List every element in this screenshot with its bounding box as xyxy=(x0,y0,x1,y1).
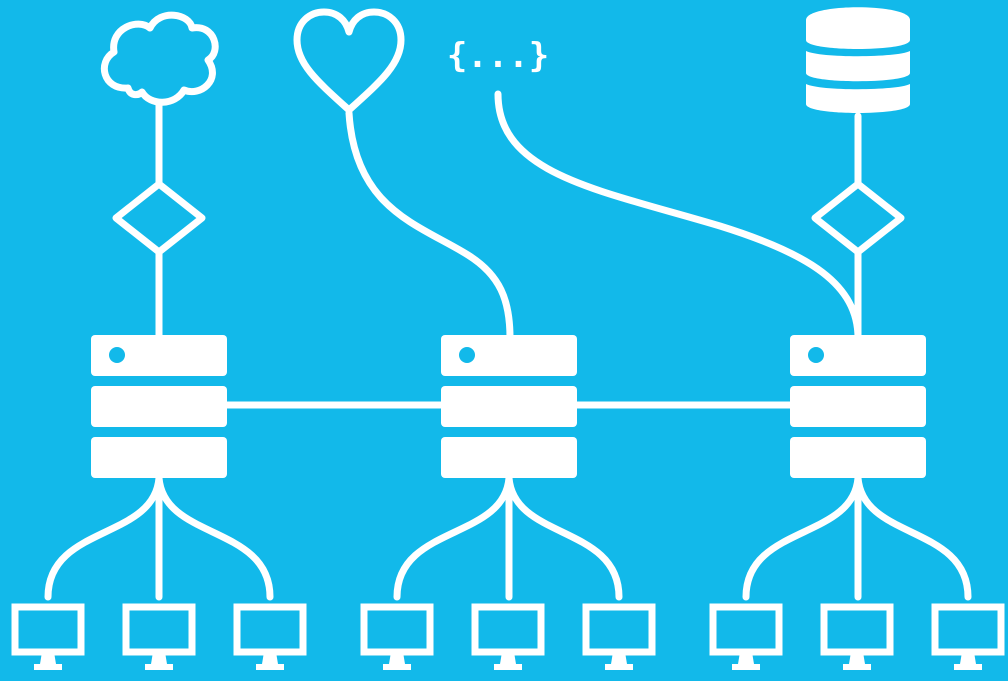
server-unit xyxy=(441,437,577,478)
server-unit xyxy=(91,437,227,478)
server-icon xyxy=(441,335,577,478)
server-unit xyxy=(790,386,926,427)
server-led xyxy=(808,347,824,363)
monitor-icon xyxy=(709,603,783,670)
client-link xyxy=(742,474,862,601)
monitor-icon xyxy=(931,603,1005,670)
servers xyxy=(91,335,926,478)
connection-lines xyxy=(44,90,972,601)
client-link xyxy=(44,474,163,601)
server-unit xyxy=(441,386,577,427)
heart-link xyxy=(345,109,514,342)
server-unit xyxy=(790,437,926,478)
client-link xyxy=(393,474,513,601)
monitor-icon xyxy=(11,603,85,670)
database-diamond-icon xyxy=(811,180,905,256)
json-braces-icon: {...} xyxy=(447,36,549,76)
cloud-icon xyxy=(101,11,219,106)
monitor-icon xyxy=(233,603,307,670)
monitor-icon xyxy=(820,603,894,670)
client-link xyxy=(505,474,623,601)
server-led xyxy=(109,347,125,363)
monitor-icon xyxy=(582,603,656,670)
monitor-icon xyxy=(360,603,434,670)
heart-icon xyxy=(293,8,405,114)
clients xyxy=(11,603,1005,670)
client-link xyxy=(854,474,972,601)
cloud-diamond-icon xyxy=(112,180,206,256)
json-link xyxy=(494,90,862,342)
monitor-icon xyxy=(122,603,196,670)
server-unit xyxy=(441,335,577,376)
server-led xyxy=(459,347,475,363)
server-unit xyxy=(790,335,926,376)
monitor-icon xyxy=(471,603,545,670)
database-icon xyxy=(806,7,910,113)
server-icon xyxy=(790,335,926,478)
server-unit xyxy=(91,386,227,427)
client-link xyxy=(155,474,274,601)
server-icon xyxy=(91,335,227,478)
server-unit xyxy=(91,335,227,376)
